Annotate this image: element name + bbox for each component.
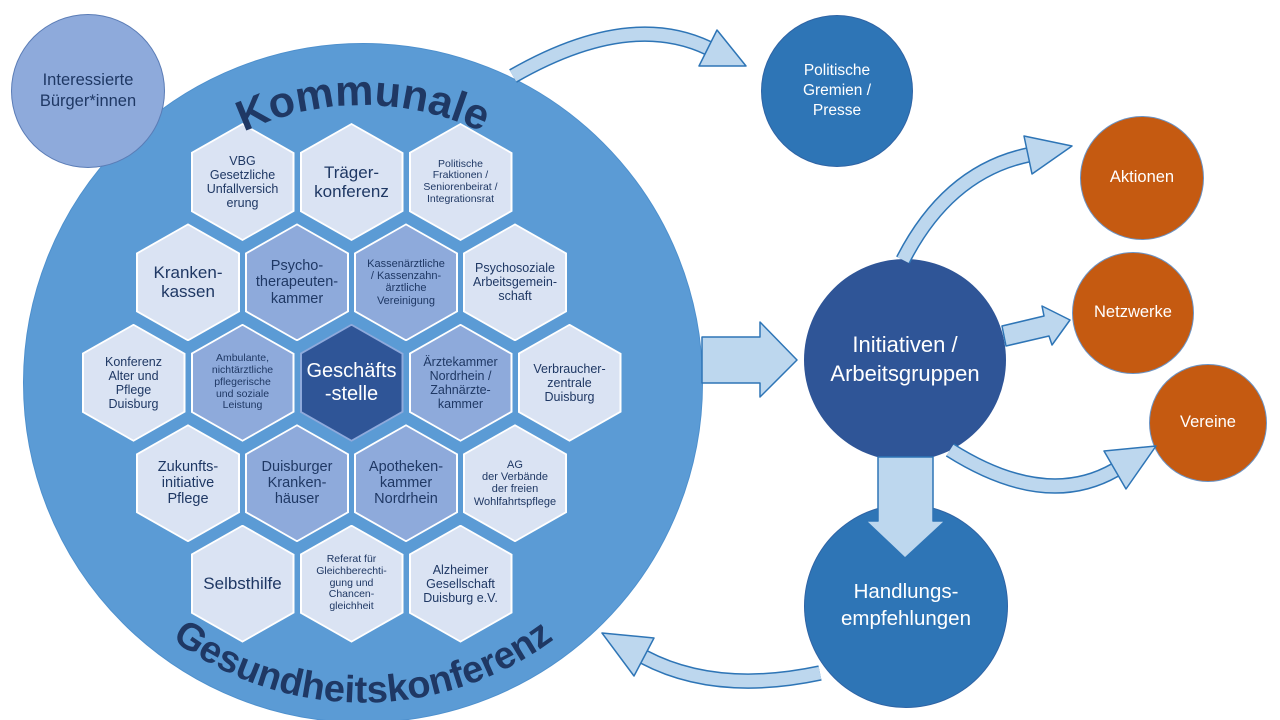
hexagon-label: Alzheimer Gesellschaft Duisburg e.V.	[423, 562, 498, 605]
hexagon-label: AG der Verbände der freien Wohlfahrtspfl…	[473, 458, 557, 508]
circle-netzwerke: Netzwerke	[1072, 252, 1194, 374]
hexagon-label: Kassenärztliche / Kassenzahn- ärztliche …	[367, 257, 445, 307]
circle-label: Aktionen	[1109, 168, 1175, 187]
hexagon-label: Selbsthilfe	[203, 574, 282, 594]
hexagon-label: Geschäfts -stelle	[306, 359, 397, 405]
circle-label: Netzwerke	[1094, 303, 1172, 322]
hexagon-label: Politische Fraktionen / Seniorenbeirat /…	[423, 157, 498, 205]
circle-vereine: Vereine	[1149, 364, 1267, 482]
circle-handlungsempfehlungen: Handlungs- empfehlungen	[804, 504, 1008, 708]
circle-label: Initiativen / Arbeitsgruppen	[830, 332, 980, 386]
hexagon-label: Konferenz Alter und Pflege Duisburg	[105, 354, 162, 411]
hexagon-vbg-gesetzliche-unfallversicherung: VBG Gesetzliche Unfallversich erung	[190, 123, 295, 241]
hexagon-label: Duisburger Kranken- häuser	[261, 458, 333, 508]
arrow-initiativen-to-netzwerke	[1001, 305, 1071, 347]
arrow-circle-to-politische-gremien	[509, 26, 747, 83]
hexagon-label: Zukunfts- initiative Pflege	[157, 458, 219, 508]
hexagon-fill: Verbraucher- zentrale Duisburg	[519, 325, 620, 440]
hexagon-label: Psychosoziale Arbeitsgemein- schaft	[472, 261, 558, 304]
circle-label: Interessierte Bürger*innen	[39, 70, 137, 110]
circle-label: Politische Gremien / Presse	[802, 61, 872, 120]
circle-interessierte-buergerinnen: Interessierte Bürger*innen	[11, 14, 165, 168]
hexagon-selbsthilfe: Selbsthilfe	[190, 524, 295, 643]
hexagon-fill: Zukunfts- initiative Pflege	[138, 426, 238, 541]
hexagon-zukunftsinitiative-pflege: Zukunfts- initiative Pflege	[136, 424, 240, 543]
hexagon-label: Kranken- kassen	[153, 263, 223, 302]
arrow-initiativen-to-aktionen	[896, 135, 1073, 264]
hexagon-alzheimer-gesellschaft: Alzheimer Gesellschaft Duisburg e.V.	[408, 524, 513, 643]
circle-label: Handlungs- empfehlungen	[841, 580, 971, 630]
circle-aktionen: Aktionen	[1080, 116, 1204, 240]
arrow-handlungsempfehlungen-to-circle	[601, 632, 822, 689]
hexagon-traegerkonferenz: Träger- konferenz	[299, 123, 404, 241]
circle-politische-gremien-presse: Politische Gremien / Presse	[761, 15, 913, 167]
circle-initiativen-arbeitsgruppen: Initiativen / Arbeitsgruppen	[804, 259, 1006, 461]
hexagon-label: Verbraucher- zentrale Duisburg	[533, 361, 606, 404]
hexagon-referat-gleichberechtigung: Referat für Gleichberechti- gung und Cha…	[299, 524, 404, 643]
hexagon-label: Träger- konferenz	[314, 162, 389, 201]
circle-label: Vereine	[1180, 413, 1236, 432]
hexagon-fill: Kranken- kassen	[138, 225, 238, 340]
arrow-circle-to-initiativen	[701, 321, 798, 398]
hexagon-psychotherapeutenkammer: Psycho- therapeuten- kammer	[245, 223, 349, 342]
hexagon-label: VBG Gesetzliche Unfallversich erung	[206, 154, 279, 210]
hexagon-kassenaerztliche-vereinigung: Kassenärztliche / Kassenzahn- ärztliche …	[354, 223, 458, 342]
hexagon-label: Ambulante, nichtärztliche pflegerische u…	[211, 352, 274, 412]
hexagon-politische-fraktionen: Politische Fraktionen / Seniorenbeirat /…	[408, 123, 513, 241]
hexagon-label: Referat für Gleichberechti- gung und Cha…	[316, 553, 387, 613]
arrow-initiativen-to-vereine	[945, 443, 1157, 494]
hexagon-label: Apotheken- kammer Nordrhein	[368, 458, 444, 508]
hexagon-label: Ärztekammer Nordrhein / Zahnärzte- kamme…	[423, 354, 498, 411]
hexagon-label: Psycho- therapeuten- kammer	[255, 258, 339, 307]
